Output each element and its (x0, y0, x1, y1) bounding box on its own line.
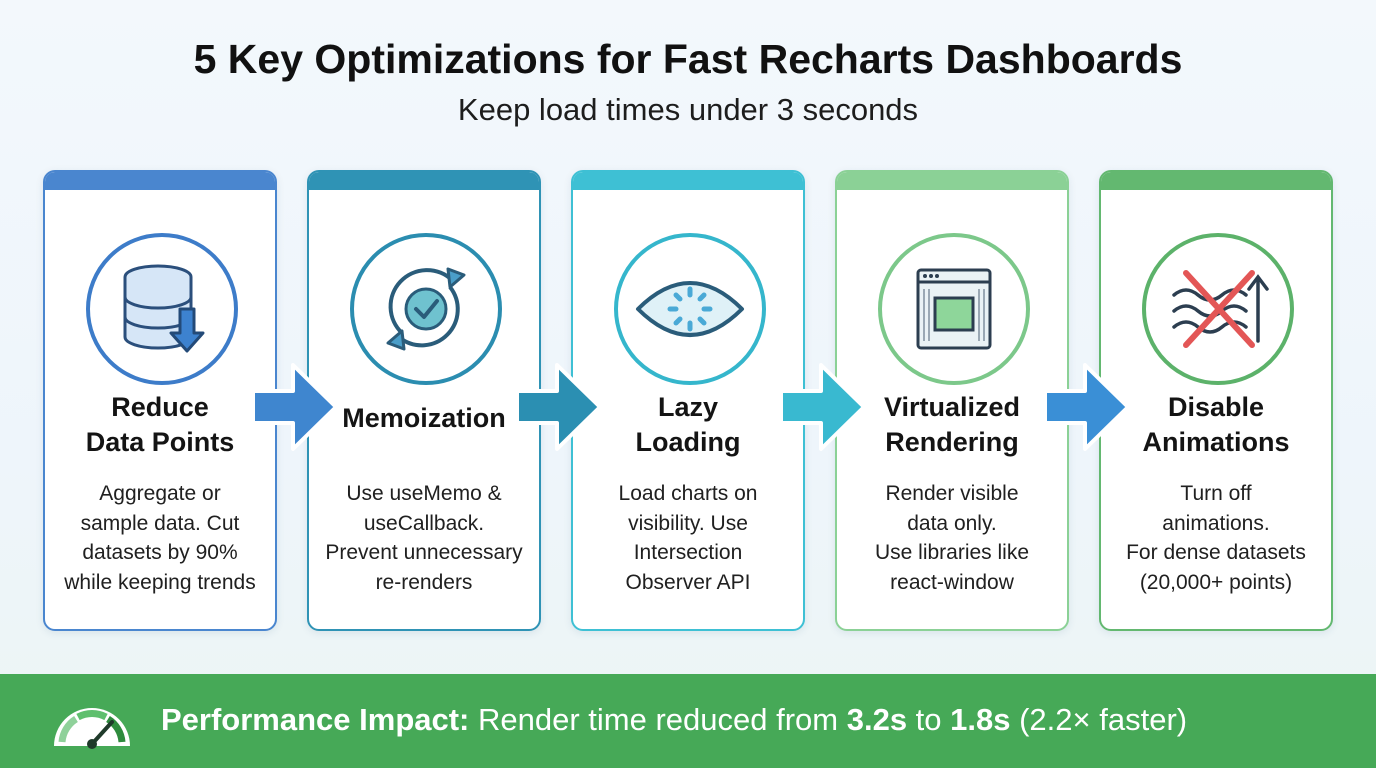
eye-loading-icon (614, 233, 766, 385)
card-top-bar (309, 172, 539, 190)
card-description-line: re-renders (375, 570, 473, 594)
arrow-right-icon (1043, 363, 1130, 451)
arrow-right-icon (515, 363, 602, 451)
database-down-arrow-icon (86, 233, 238, 385)
card-lazy-loading: Lazy Loading Load charts on visibility. … (571, 170, 805, 631)
card-description: Turn off animations. For dense datasets … (1101, 479, 1331, 597)
card-description-line: Turn off (1180, 482, 1252, 505)
card-description-line: For dense datasets (1126, 541, 1306, 564)
page-title: 5 Key Optimizations for Fast Recharts Da… (193, 36, 1183, 82)
card-description-line: Aggregate or (99, 482, 221, 505)
card-title-line: Virtualized (883, 392, 1021, 422)
card-description-line: Prevent unnecessary (325, 541, 523, 564)
card-reduce-data-points: Reduce Data Points Aggregate or sample d… (43, 170, 277, 631)
card-top-bar (837, 172, 1067, 190)
card-memoization: Memoization Use useMemo & useCallback. P… (307, 170, 541, 631)
card-description-line: while keeping trends (64, 570, 256, 594)
card-description-line: animations. (1162, 511, 1270, 535)
card-title: Disable Animations (1101, 390, 1331, 460)
card-top-bar (1101, 172, 1331, 190)
card-title-line: Loading (635, 427, 741, 457)
card-title: Virtualized Rendering (837, 390, 1067, 460)
impact-text: Render time reduced from (469, 702, 847, 737)
performance-impact-label: Performance Impact: (161, 702, 470, 737)
card-title-line: Lazy (657, 392, 719, 422)
card-description-line: visibility. Use (628, 511, 748, 535)
card-description-line: (20,000+ points) (1139, 570, 1293, 594)
performance-impact-banner: Performance Impact: Render time reduced … (0, 674, 1376, 768)
card-title-line: Animations (1142, 427, 1290, 457)
card-title: Reduce Data Points (45, 390, 275, 460)
impact-text: to (907, 702, 951, 737)
render-time-before: 3.2s (846, 702, 908, 737)
render-time-after: 1.8s (950, 702, 1011, 737)
card-description-line: data only. (907, 511, 997, 535)
card-description-line: useCallback. (363, 511, 485, 535)
card-title-line: Disable (1167, 392, 1265, 422)
card-title-line: Memoization (342, 403, 506, 433)
page-subtitle: Keep load times under 3 seconds (457, 92, 919, 127)
card-disable-animations: Disable Animations Turn off animations. … (1099, 170, 1333, 631)
speedometer-gauge-icon (54, 708, 130, 749)
card-description-line: Use useMemo & (346, 482, 502, 505)
impact-text: (2.2× faster) (1010, 702, 1188, 737)
card-description-line: react-window (890, 570, 1014, 594)
card-description-line: datasets by 90% (82, 541, 238, 564)
card-title: Lazy Loading (573, 390, 803, 460)
card-description-line: Intersection (633, 541, 743, 564)
waves-crossed-icon (1142, 233, 1294, 385)
card-description-line: Use libraries like (874, 541, 1030, 564)
card-title-line: Data Points (85, 427, 235, 457)
browser-window-icon (878, 233, 1030, 385)
card-description: Render visible data only. Use libraries … (837, 479, 1067, 597)
card-description: Load charts on visibility. Use Intersect… (573, 479, 803, 597)
card-virtualized-rendering: Virtualized Rendering Render visible dat… (835, 170, 1069, 631)
arrow-right-icon (779, 363, 866, 451)
card-top-bar (45, 172, 275, 190)
arrow-right-icon (251, 363, 338, 451)
refresh-check-icon (350, 233, 502, 385)
card-description: Use useMemo & useCallback. Prevent unnec… (309, 479, 539, 597)
card-title-line: Reduce (111, 392, 209, 422)
card-description-line: Render visible (885, 482, 1019, 505)
card-description: Aggregate or sample data. Cut datasets b… (45, 479, 275, 597)
card-description-line: sample data. Cut (80, 511, 240, 535)
performance-impact-text: Performance Impact: Render time reduced … (161, 702, 1187, 738)
card-description-line: Load charts on (618, 482, 758, 505)
card-title-line: Rendering (885, 427, 1019, 457)
card-top-bar (573, 172, 803, 190)
card-title: Memoization (309, 401, 539, 436)
card-description-line: Observer API (625, 570, 751, 594)
